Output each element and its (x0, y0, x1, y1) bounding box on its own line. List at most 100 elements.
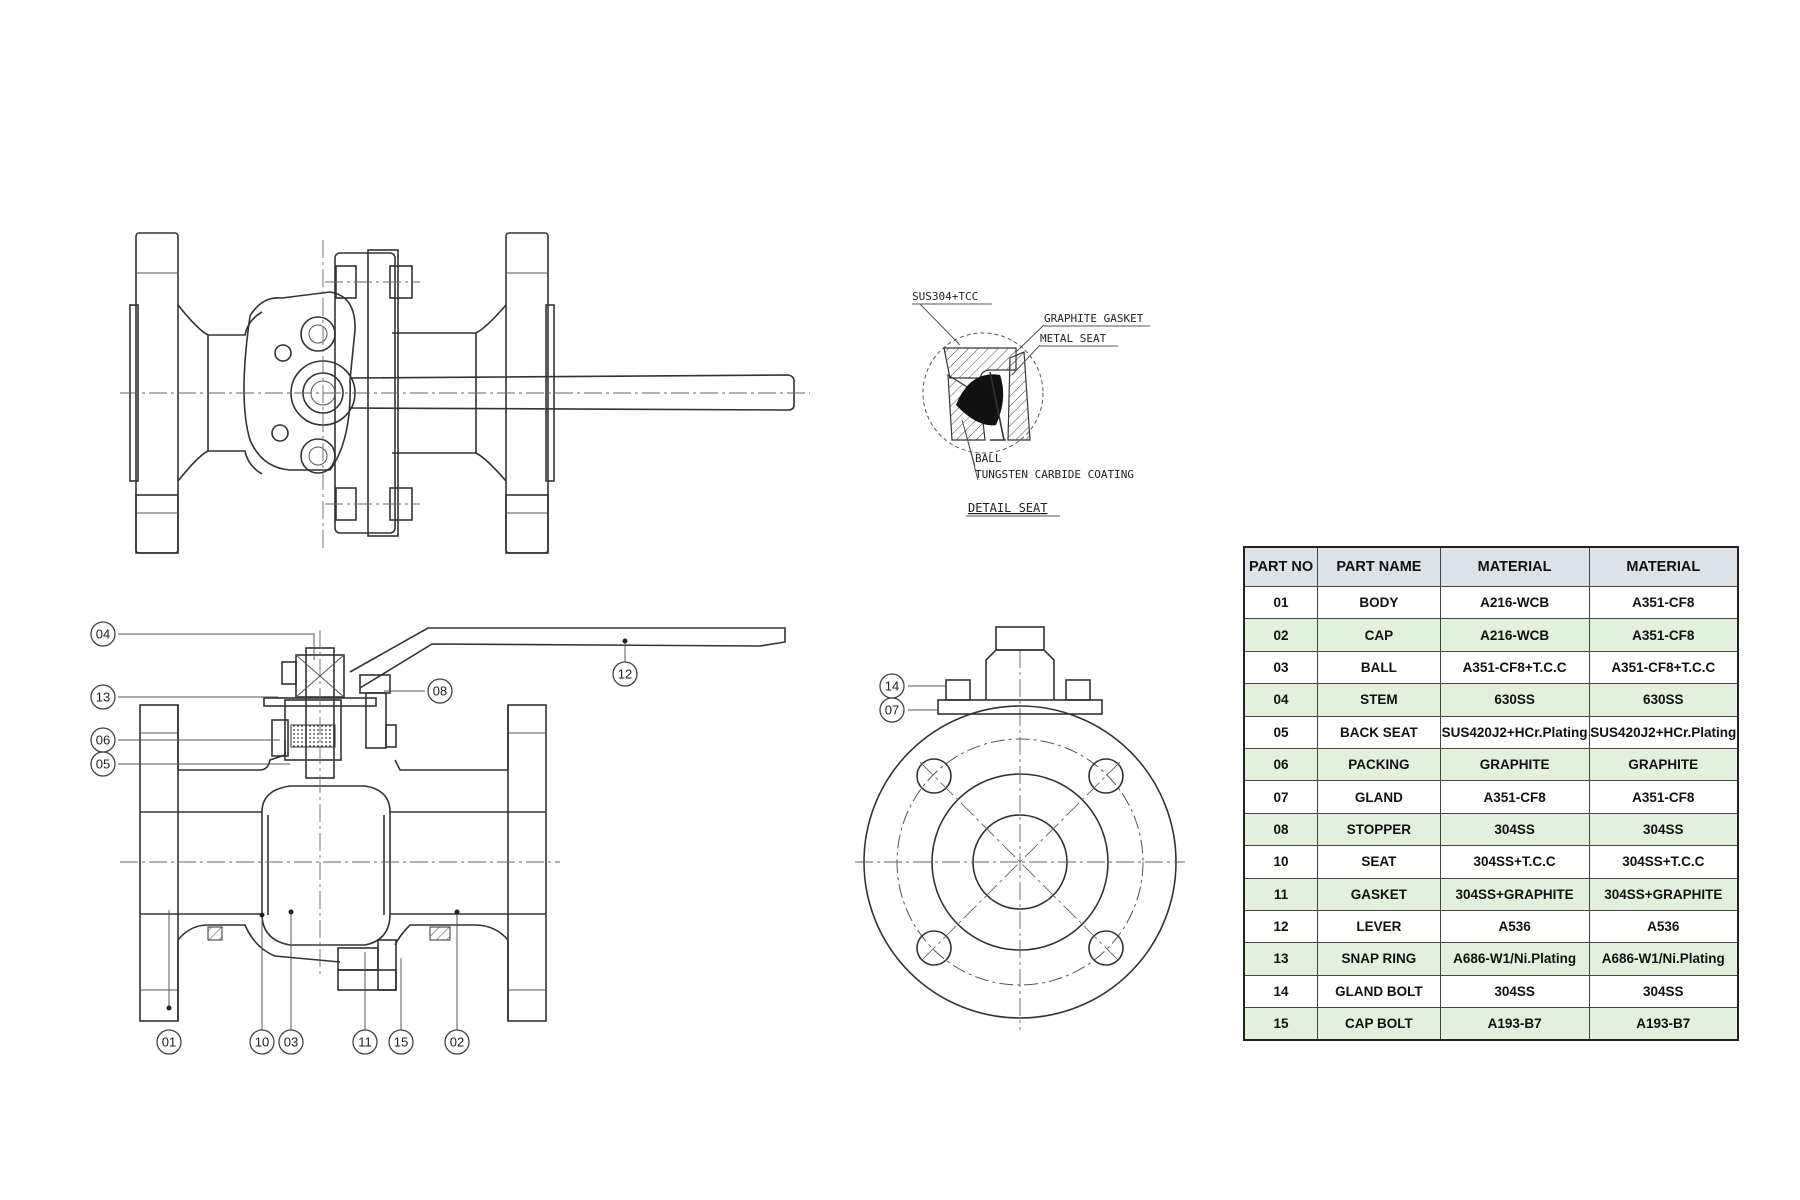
callout-07: 07 (879, 697, 905, 723)
detail-label-graphite-gasket: GRAPHITE GASKET (1044, 312, 1144, 325)
cell-part-no: 10 (1243, 845, 1319, 879)
cell-material-2: A351-CF8 (1588, 618, 1739, 652)
callout-02: 02 (444, 1029, 470, 1055)
cell-material-2: SUS420J2+HCr.Plating (1588, 715, 1739, 749)
cell-material-1: 630SS (1439, 683, 1590, 717)
cell-material-1: A216-WCB (1439, 618, 1590, 652)
detail-seat-view: SUS304+TCC GRAPHITE GASKET METAL SEAT BA… (912, 290, 1150, 517)
cell-part-name: GLAND (1317, 780, 1441, 814)
cell-material-2: A193-B7 (1588, 1007, 1739, 1041)
cell-part-name: LEVER (1317, 909, 1441, 944)
cell-material-1: A686-W1/Ni.Plating (1439, 942, 1590, 976)
header-material-2: MATERIAL (1588, 546, 1739, 587)
cell-material-2: A536 (1588, 909, 1739, 944)
cell-part-no: 13 (1243, 942, 1319, 976)
cell-material-1: SUS420J2+HCr.Plating (1439, 715, 1590, 749)
top-view (120, 232, 810, 554)
cell-part-no: 08 (1243, 812, 1319, 847)
callout-15: 15 (388, 1029, 414, 1055)
detail-label-tungsten-carbide: TUNGSTEN CARBIDE COATING (975, 468, 1134, 481)
header-part-no: PART NO (1243, 546, 1319, 587)
cell-part-no: 03 (1243, 650, 1319, 685)
cell-part-no: 05 (1243, 715, 1319, 749)
svg-text:02: 02 (450, 1035, 464, 1050)
cell-material-1: A351-CF8 (1439, 780, 1590, 814)
cell-material-1: 304SS+T.C.C (1439, 845, 1590, 879)
callout-01: 01 (156, 1029, 182, 1055)
cell-part-name: STOPPER (1317, 812, 1441, 847)
section-view (118, 627, 786, 1042)
callout-10: 10 (249, 1029, 275, 1055)
cell-material-2: 304SS+GRAPHITE (1588, 877, 1739, 911)
cell-material-1: 304SS (1439, 812, 1590, 847)
cell-material-2: A686-W1/Ni.Plating (1588, 942, 1739, 976)
cell-material-2: 304SS (1588, 974, 1739, 1009)
svg-text:03: 03 (284, 1035, 298, 1050)
detail-label-ball: BALL (975, 452, 1002, 465)
end-view (855, 626, 1185, 1030)
cell-material-2: 304SS+T.C.C (1588, 845, 1739, 879)
detail-seat-title: DETAIL SEAT (968, 501, 1047, 515)
callout-08: 08 (427, 678, 453, 704)
cell-part-no: 02 (1243, 618, 1319, 652)
svg-text:13: 13 (96, 690, 110, 705)
cell-part-no: 15 (1243, 1007, 1319, 1041)
callout-13: 13 (90, 684, 116, 710)
cell-material-1: A216-WCB (1439, 585, 1590, 620)
callout-04: 04 (90, 621, 116, 647)
callout-11: 11 (352, 1029, 378, 1055)
svg-text:11: 11 (358, 1035, 372, 1050)
cell-material-2: 304SS (1588, 812, 1739, 847)
callout-12: 12 (612, 661, 638, 687)
svg-text:08: 08 (433, 684, 447, 699)
cell-part-name: GLAND BOLT (1317, 974, 1441, 1009)
cell-part-name: PACKING (1317, 747, 1441, 782)
cell-material-2: A351-CF8 (1588, 780, 1739, 814)
cell-part-no: 06 (1243, 747, 1319, 782)
cell-material-1: A351-CF8+T.C.C (1439, 650, 1590, 685)
svg-text:14: 14 (885, 679, 899, 694)
cell-part-no: 14 (1243, 974, 1319, 1009)
cell-part-name: BALL (1317, 650, 1441, 685)
cell-part-no: 11 (1243, 877, 1319, 911)
svg-text:06: 06 (96, 733, 110, 748)
cell-material-2: GRAPHITE (1588, 747, 1739, 782)
cell-part-name: CAP BOLT (1317, 1007, 1441, 1041)
cell-part-no: 12 (1243, 909, 1319, 944)
callout-05: 05 (90, 751, 116, 777)
cell-part-name: BACK SEAT (1317, 715, 1441, 749)
detail-label-sus304-tcc: SUS304+TCC (912, 290, 978, 303)
cell-part-name: BODY (1317, 585, 1441, 620)
cell-material-1: 304SS (1439, 974, 1590, 1009)
cell-material-1: A193-B7 (1439, 1007, 1590, 1041)
svg-text:10: 10 (255, 1035, 269, 1050)
cell-part-no: 01 (1243, 585, 1319, 620)
cell-material-2: A351-CF8 (1588, 585, 1739, 620)
cell-material-1: GRAPHITE (1439, 747, 1590, 782)
callout-06: 06 (90, 727, 116, 753)
svg-text:04: 04 (96, 627, 110, 642)
svg-text:15: 15 (394, 1035, 408, 1050)
cell-material-1: 304SS+GRAPHITE (1439, 877, 1590, 911)
cell-part-name: SEAT (1317, 845, 1441, 879)
svg-text:07: 07 (885, 703, 899, 718)
svg-text:05: 05 (96, 757, 110, 772)
header-part-name: PART NAME (1317, 546, 1441, 587)
cell-material-1: A536 (1439, 909, 1590, 944)
callout-14: 14 (879, 673, 905, 699)
table-header-row: PART NO PART NAME MATERIAL MATERIAL (1243, 546, 1739, 587)
